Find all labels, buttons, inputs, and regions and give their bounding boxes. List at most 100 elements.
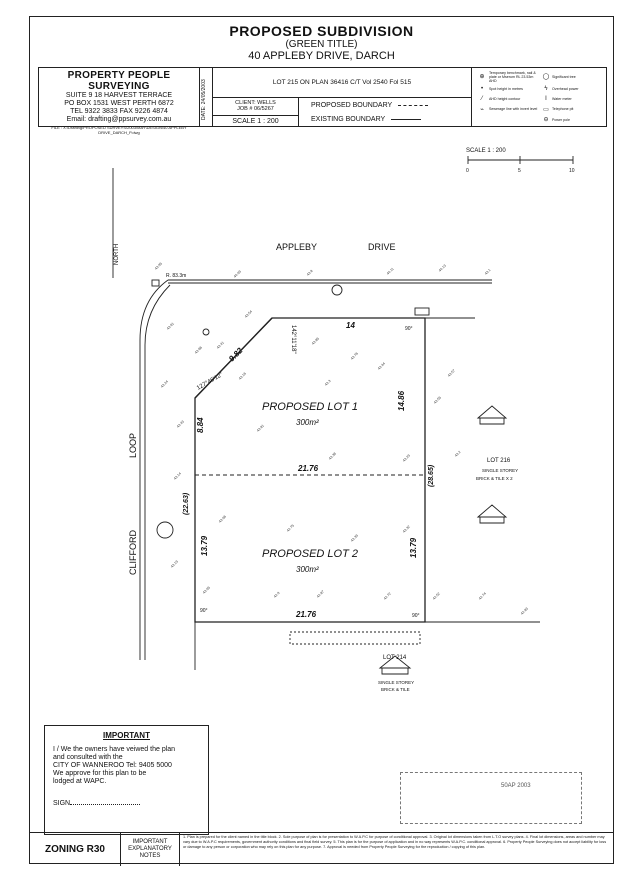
dim-top: 14 [346, 321, 355, 330]
scale-bar-label: SCALE 1 : 200 [466, 148, 506, 154]
scale-tick-10: 10 [569, 168, 575, 174]
client-cell: CLIENT: WELLS JOB # 06/5267 SCALE 1 : 20… [213, 98, 299, 127]
firm-line3: TEL 9322 3833 FAX 9226 4874 [70, 108, 168, 115]
lot216-desc1: SINGLE STOREY [482, 468, 518, 473]
spot-level: 42.74 [478, 592, 487, 601]
legend: ⊕ Temporary benchmark, nail & plate or Ms… [472, 68, 606, 126]
info-row: CLIENT: WELLS JOB # 06/5267 SCALE 1 : 20… [213, 98, 471, 127]
legend-text: Spot height in metres [489, 87, 523, 92]
spot-level: 43.24 [160, 380, 169, 389]
dim-left-lower: 13.79 [200, 535, 209, 556]
spot-level: 42.9 [273, 591, 281, 599]
explanatory-notes-label: IMPORTANT EXPLANATORY NOTES [121, 833, 180, 866]
scale-tick-0: 0 [466, 168, 469, 174]
dim-right-lower: 13.79 [409, 537, 418, 558]
spot-level: 43.57 [447, 369, 456, 378]
firm-line2: PO BOX 1531 WEST PERTH 6872 [64, 100, 174, 107]
important-heading: IMPORTANT [103, 731, 150, 740]
angle-2: 127°46'12" [196, 372, 224, 392]
spot-level: 43.39 [350, 534, 359, 543]
client-name: CLIENT: WELLS [235, 100, 276, 106]
street-clifford: CLIFFORD [128, 529, 138, 575]
lot214-desc1: SINGLE STOREY [378, 680, 414, 685]
important-text5: lodged at WAPC. [53, 778, 107, 785]
firm-email: Email: drafting@ppsurvey.com.au [66, 116, 172, 123]
spot-level: 43.41 [216, 341, 225, 350]
spot-level: 43.55 [433, 396, 442, 405]
legend-text: Water meter [552, 96, 572, 101]
overhead-power-icon: ϟ [544, 86, 548, 93]
ahd-height-icon: ⁄ [481, 95, 483, 102]
proposed-boundary-row: PROPOSED BOUNDARY [311, 98, 471, 112]
lot2-name: PROPOSED LOT 2 [262, 548, 358, 560]
boundary-key: PROPOSED BOUNDARY EXISTING BOUNDARY [299, 98, 471, 127]
telephone-pit-icon: ▭ [543, 106, 549, 113]
important-text2: and consulted with the [53, 754, 123, 761]
dim-left-total: (22.63) [183, 492, 190, 515]
sewerage-line-icon: ⌁ [480, 106, 484, 113]
spot-level: 44.09 [233, 270, 242, 279]
legend-text: Sewerage line with invert level [489, 107, 538, 112]
legend-text: Overhead power [552, 87, 579, 92]
important-text3: CITY OF WANNEROO Tel: 9405 5000 [53, 762, 172, 769]
spot-level: 43.61 [166, 322, 175, 331]
stamp-text: 50AP 2003 [501, 783, 531, 789]
firm-file: FILE : X:\Drafting\PROPOSED SURVEYS\2003… [51, 125, 187, 135]
sign-blank [70, 804, 141, 805]
spot-level: 43.29 [402, 454, 411, 463]
tree-icon [202, 328, 210, 336]
scale-text: SCALE 1 : 200 [232, 118, 279, 125]
spot-level: 43.32 [402, 525, 411, 534]
job-number: JOB # 06/5267 [237, 106, 274, 112]
house-icon [378, 655, 412, 675]
important-text4: We approve for this plan to be [53, 770, 147, 777]
pit-icon [151, 279, 160, 287]
spot-level: 42.72 [383, 592, 392, 601]
spot-level: 43.38 [328, 452, 337, 461]
spot-level: 43.16 [238, 372, 247, 381]
spot-level: 43.3 [324, 379, 332, 387]
radius-label: R. 83.3m [166, 273, 186, 279]
legend-text: Power pole [552, 117, 570, 122]
spot-level: 43.14 [173, 472, 182, 481]
legend-text: Significant tree [552, 74, 576, 79]
dim-mid: 21.76 [297, 464, 319, 473]
important-box: IMPORTANT I / We the owners have veiwed … [44, 725, 209, 835]
spot-height-icon: • [480, 86, 484, 93]
spot-level: 42.52 [432, 592, 441, 601]
spot-level: 43.54 [244, 310, 253, 319]
dim-right-total: (28.65) [428, 464, 435, 487]
angle-90c: 90° [412, 613, 420, 619]
approval-stamp: 50AP 2003 [400, 772, 582, 824]
angle-1: 142°11'18" [290, 325, 296, 354]
house-icon [476, 504, 508, 524]
temporary-benchmark-icon: ⊕ [479, 74, 485, 81]
spot-level: 44.13 [438, 264, 447, 273]
spot-level: 43.1 [484, 268, 492, 276]
solid-line-icon [391, 118, 422, 120]
sign-label: SIGN [53, 800, 71, 807]
water-meter-icon: I [545, 95, 547, 102]
spot-level: 42.75 [286, 524, 295, 533]
firm-block: PROPERTY PEOPLE SURVEYING SUITE 9 18 HAR… [39, 68, 200, 135]
significant-tree-icon [331, 284, 343, 296]
lot216-desc2: BRICK & TILE X 2 [476, 476, 513, 481]
spot-level: 43.76 [350, 352, 359, 361]
spot-level: 42.87 [316, 590, 325, 599]
lot216-name: LOT 216 [487, 458, 511, 464]
road-edge-curve [139, 279, 169, 660]
angle-90a: 90° [405, 326, 413, 332]
spot-level: 43.06 [218, 515, 227, 524]
neighbour-building [289, 631, 421, 645]
proposed-boundary-label: PROPOSED BOUNDARY [311, 102, 393, 109]
legend-text: Temporary benchmark, nail & plate or Mse… [489, 70, 536, 83]
spot-level: 43.05 [202, 586, 211, 595]
date-cell: DATE: 24/05/2003 [200, 68, 213, 126]
existing-boundary-label: EXISTING BOUNDARY [311, 116, 386, 123]
spot-level: 43.66 [194, 346, 203, 355]
road-edge-curve [144, 284, 171, 660]
dim-bottom: 21.76 [295, 610, 317, 619]
scale-tick-5: 5 [518, 168, 521, 174]
dim-right-upper: 14.86 [397, 390, 406, 411]
